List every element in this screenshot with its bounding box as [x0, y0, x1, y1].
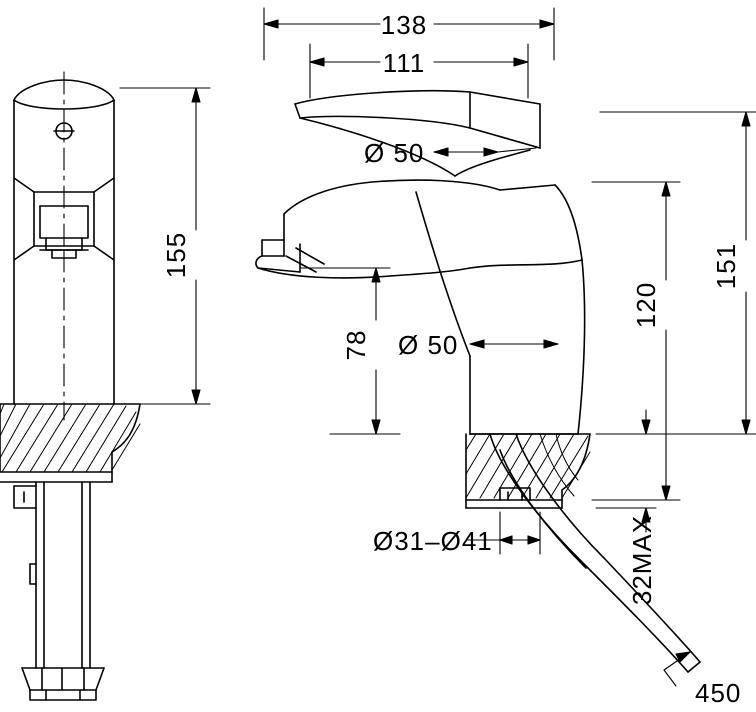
dim-width-spout: 111 [383, 48, 426, 78]
dim-hose-length: 450 [695, 678, 741, 708]
dim-height-spout: 78 [341, 330, 371, 361]
dim-height-right-total: 151 [711, 243, 741, 289]
dim-max-thickness: 32MAX [627, 515, 657, 605]
dim-height-body: 120 [631, 282, 661, 328]
dim-diameter-base: Ø 50 [398, 330, 458, 360]
dim-diameter-handle-top: Ø 50 [364, 138, 424, 168]
dimension-lines [119, 7, 756, 687]
left-elevation-faucet [0, 71, 141, 701]
dim-height-left-total: 155 [161, 232, 191, 278]
dim-width-overall: 138 [381, 10, 427, 40]
dim-hole-range: Ø31–Ø41 [373, 526, 493, 556]
dimension-labels: 138 111 155 151 120 78 Ø 50 Ø 50 Ø31–Ø41… [161, 10, 741, 708]
right-elevation-faucet [255, 89, 701, 673]
